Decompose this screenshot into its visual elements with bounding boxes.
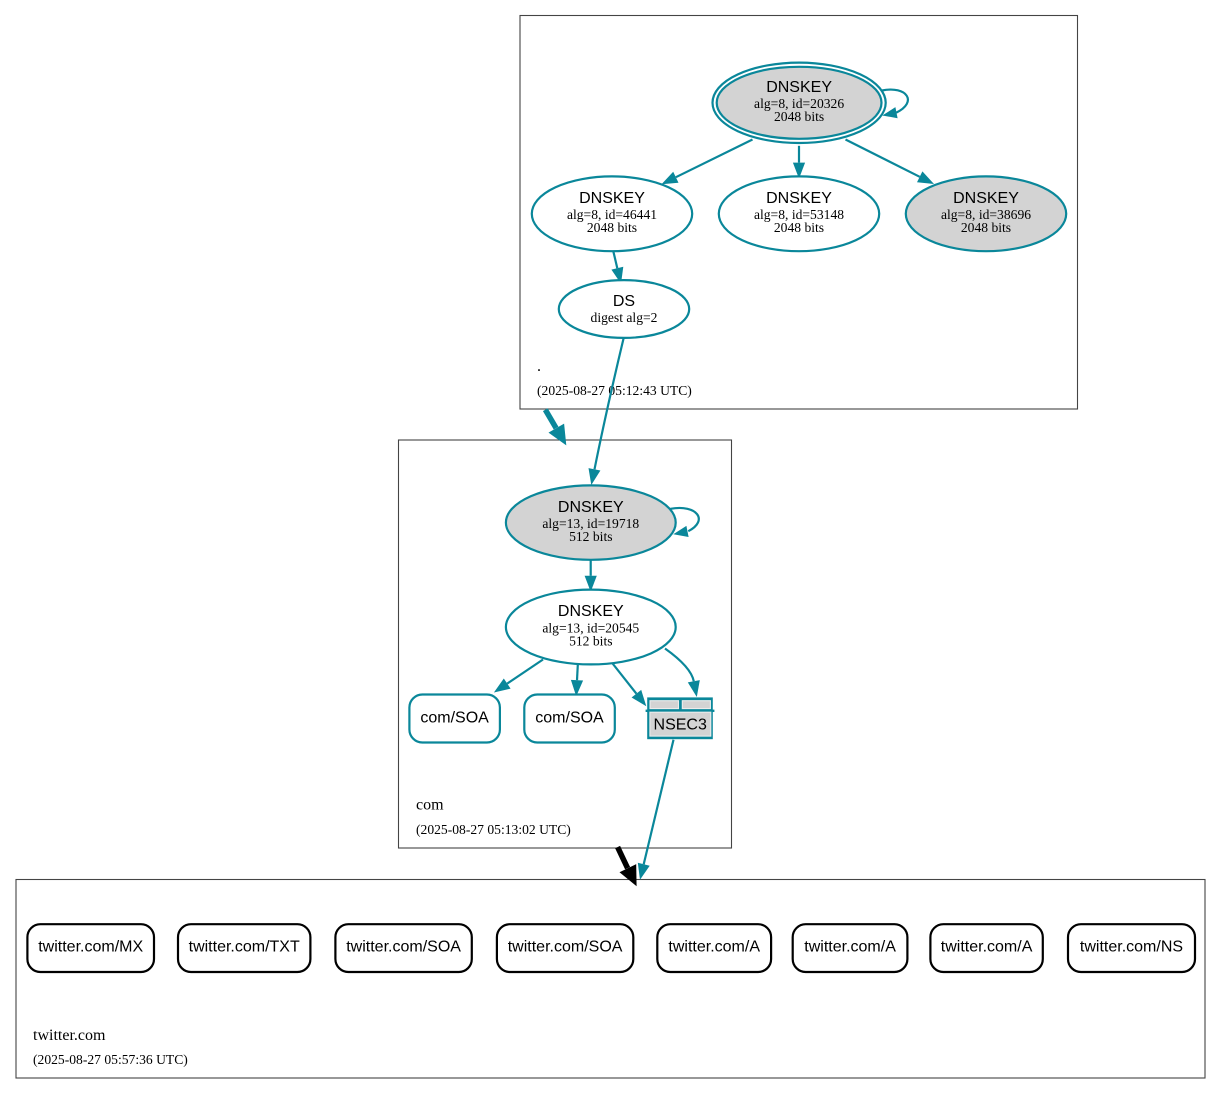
svg-text:twitter.com/NS: twitter.com/NS: [1080, 939, 1183, 956]
svg-text:alg=13, id=20545: alg=13, id=20545: [542, 620, 639, 635]
svg-text:alg=8, id=53148: alg=8, id=53148: [754, 207, 844, 222]
svg-text:alg=8, id=46441: alg=8, id=46441: [567, 207, 657, 222]
svg-text:twitter.com/A: twitter.com/A: [941, 939, 1033, 956]
svg-text:.: .: [537, 358, 541, 375]
svg-text:(2025-08-27 05:12:43 UTC): (2025-08-27 05:12:43 UTC): [537, 383, 692, 399]
svg-text:512 bits: 512 bits: [569, 529, 612, 544]
svg-text:2048 bits: 2048 bits: [774, 220, 824, 235]
svg-text:com: com: [416, 797, 444, 814]
svg-text:digest alg=2: digest alg=2: [591, 310, 658, 325]
svg-text:twitter.com/MX: twitter.com/MX: [38, 939, 143, 956]
svg-text:NSEC3: NSEC3: [654, 717, 707, 734]
svg-text:twitter.com/SOA: twitter.com/SOA: [508, 939, 623, 956]
svg-text:2048 bits: 2048 bits: [774, 109, 824, 124]
svg-text:DS: DS: [613, 293, 635, 310]
svg-text:DNSKEY: DNSKEY: [558, 603, 624, 620]
svg-text:2048 bits: 2048 bits: [587, 220, 637, 235]
svg-text:2048 bits: 2048 bits: [961, 220, 1011, 235]
svg-text:(2025-08-27 05:57:36 UTC): (2025-08-27 05:57:36 UTC): [33, 1052, 188, 1068]
svg-text:twitter.com/SOA: twitter.com/SOA: [346, 939, 461, 956]
svg-text:twitter.com: twitter.com: [33, 1027, 106, 1044]
svg-text:com/SOA: com/SOA: [420, 710, 489, 727]
svg-text:DNSKEY: DNSKEY: [766, 190, 832, 207]
svg-text:DNSKEY: DNSKEY: [558, 499, 624, 516]
svg-text:alg=8, id=20326: alg=8, id=20326: [754, 96, 844, 111]
svg-text:(2025-08-27 05:13:02 UTC): (2025-08-27 05:13:02 UTC): [416, 822, 571, 838]
svg-text:alg=8, id=38696: alg=8, id=38696: [941, 207, 1031, 222]
svg-text:DNSKEY: DNSKEY: [579, 190, 645, 207]
svg-text:twitter.com/A: twitter.com/A: [804, 939, 896, 956]
svg-text:DNSKEY: DNSKEY: [953, 190, 1019, 207]
svg-text:DNSKEY: DNSKEY: [766, 79, 832, 96]
svg-text:512 bits: 512 bits: [569, 633, 612, 648]
svg-text:twitter.com/A: twitter.com/A: [668, 939, 760, 956]
svg-text:twitter.com/TXT: twitter.com/TXT: [189, 939, 300, 956]
svg-text:alg=13, id=19718: alg=13, id=19718: [542, 516, 639, 531]
svg-text:com/SOA: com/SOA: [535, 710, 604, 727]
